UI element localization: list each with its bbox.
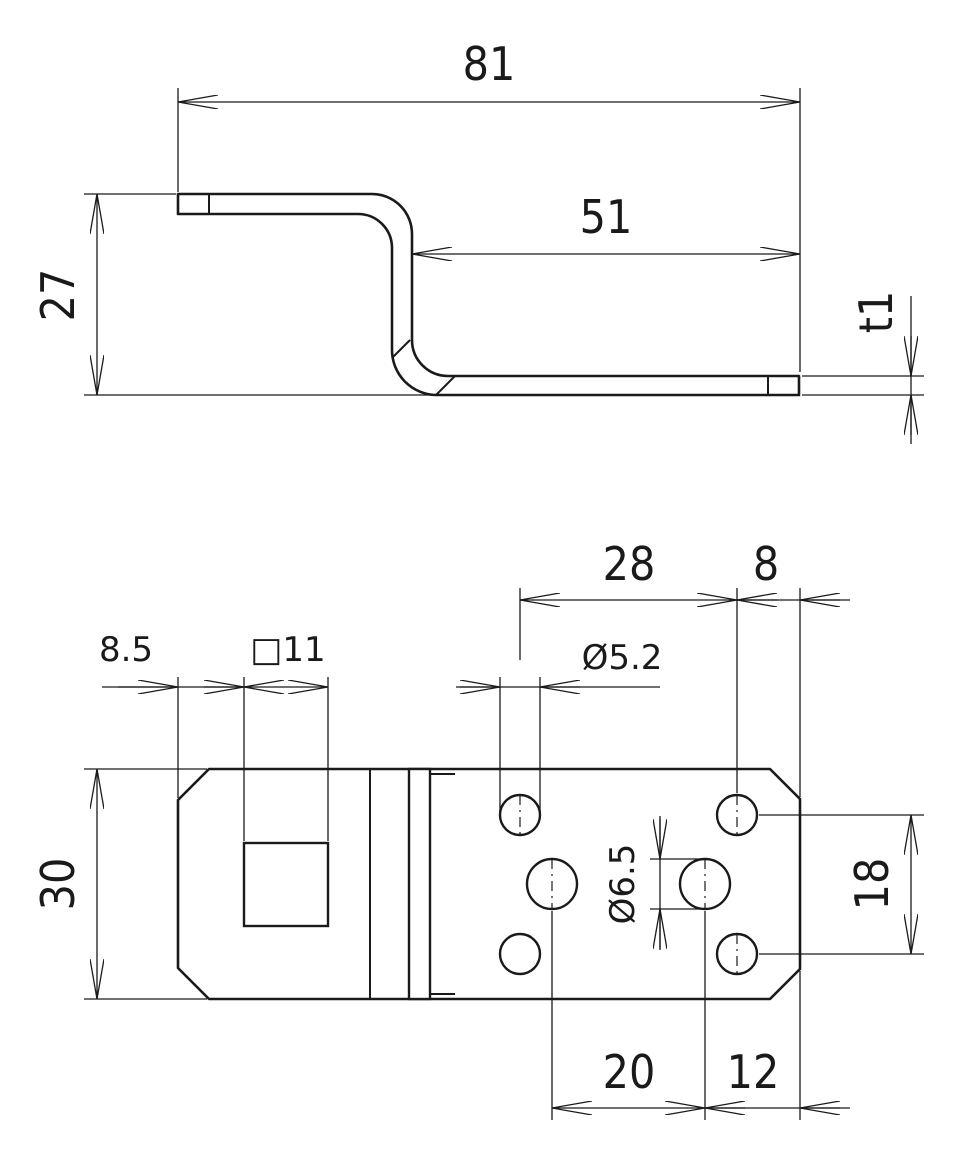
dim-label-square-hole: □11 [250, 630, 325, 670]
small-hole [498, 932, 542, 976]
dim-label-flange-length: 51 [580, 190, 633, 244]
square-hole [242, 841, 330, 928]
dim-label-height: 27 [31, 269, 85, 322]
dim-label-width: 30 [31, 858, 85, 911]
dim-label-chamfer: 8.5 [99, 630, 153, 670]
dim-label-hole-pitch: 28 [603, 537, 656, 591]
dim-label-large-hole-pitch: 20 [603, 1045, 656, 1099]
dim-label-large-hole-end: 12 [727, 1045, 780, 1099]
bend-line-lower [435, 375, 456, 396]
dim-label-small-hole-dia: Ø5.2 [582, 638, 663, 678]
dim-label-overall-length: 81 [463, 37, 516, 91]
side-view: 81 51 27 t1 [31, 37, 924, 444]
dim-label-hole-spacing: 18 [845, 858, 899, 911]
dim-label-thickness: t1 [849, 291, 903, 334]
top-view: 8.5 □11 Ø5.2 28 8 30 18 Ø6. [31, 537, 924, 1120]
bracket-profile [176, 192, 801, 397]
bend-zone-gap [407, 767, 432, 1001]
dim-label-large-hole-dia: Ø6.5 [603, 844, 643, 925]
bend-line-upper [391, 339, 411, 359]
dim-label-end-distance: 8 [753, 537, 779, 591]
bracket-outline [176, 767, 802, 1001]
